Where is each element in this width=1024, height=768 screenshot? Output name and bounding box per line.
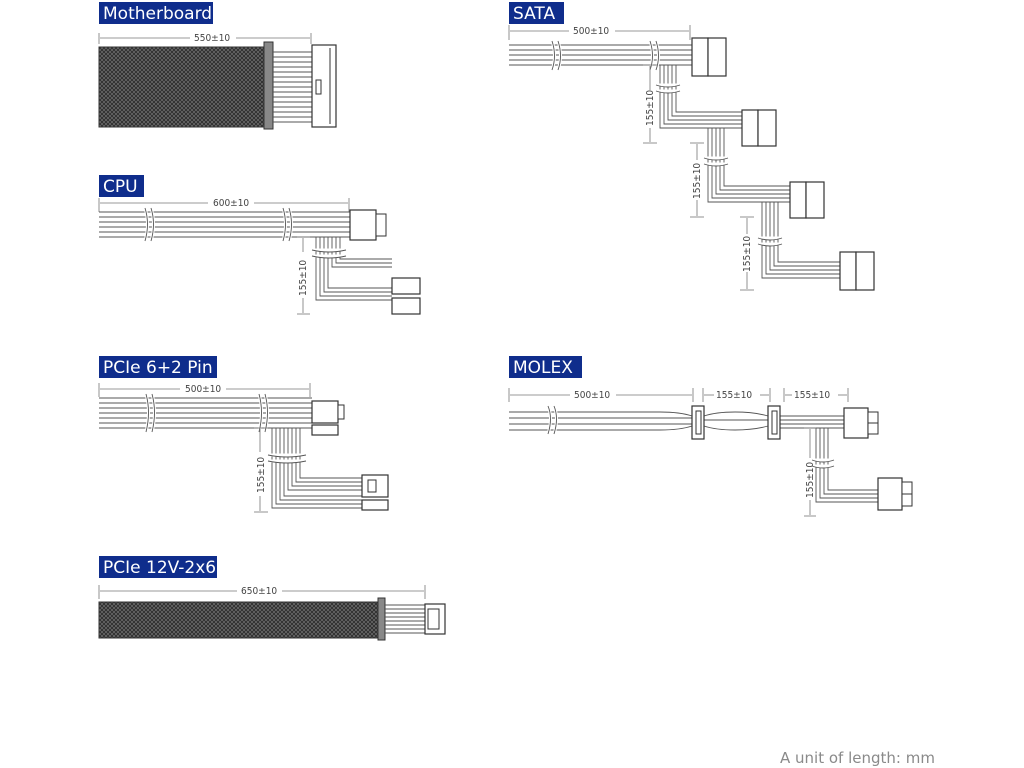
sata-branch-3-dimension: 155±10 xyxy=(740,216,754,291)
svg-text:155±10: 155±10 xyxy=(742,236,753,272)
svg-text:155±10: 155±10 xyxy=(298,260,309,296)
pcie62-connector-a xyxy=(311,400,345,436)
pcie12v-cable xyxy=(98,597,425,641)
svg-text:500±10: 500±10 xyxy=(185,384,221,395)
sata-branch-1 xyxy=(655,65,742,129)
molex-end-connector-1 xyxy=(843,407,879,439)
sata-connector-4 xyxy=(839,251,875,291)
svg-text:500±10: 500±10 xyxy=(573,26,609,37)
svg-text:650±10: 650±10 xyxy=(241,586,277,597)
sata-connector-1 xyxy=(691,37,727,77)
pcie62-branch-dimension: 155±10 xyxy=(254,427,268,513)
molex-branch-dimension: 155±10 xyxy=(804,427,816,517)
motherboard-24pin-connector xyxy=(311,44,337,128)
pcie62-connector-b xyxy=(361,474,389,511)
svg-text:155±10: 155±10 xyxy=(645,90,656,126)
svg-text:SATA: SATA xyxy=(513,4,555,24)
molex-inline-connector-2 xyxy=(767,405,781,440)
molex-label: MOLEX xyxy=(509,356,582,378)
pcie12v-label: PCIe 12V-2x6 xyxy=(99,556,217,578)
sata-branch-2 xyxy=(703,128,790,203)
svg-text:Motherboard: Motherboard xyxy=(103,4,212,24)
svg-text:CPU: CPU xyxy=(103,177,138,197)
cpu-branch-dimension: 155±10 xyxy=(297,236,310,315)
svg-text:PCIe 12V-2x6: PCIe 12V-2x6 xyxy=(103,558,216,578)
svg-text:MOLEX: MOLEX xyxy=(513,358,573,378)
svg-text:155±10: 155±10 xyxy=(692,163,703,199)
pcie62-label: PCIe 6+2 Pin xyxy=(99,356,217,378)
pcie62-main-cable xyxy=(99,393,312,433)
motherboard-cable xyxy=(98,41,312,130)
svg-text:155±10: 155±10 xyxy=(256,457,267,493)
svg-text:155±10: 155±10 xyxy=(794,390,830,401)
sata-connector-2 xyxy=(741,109,777,147)
cpu-branch-cable xyxy=(311,237,392,301)
section-sata: SATA 500±10 xyxy=(508,2,875,291)
motherboard-dimension: 550±10 xyxy=(98,33,312,44)
sata-branch-3 xyxy=(757,202,840,279)
sata-connector-3 xyxy=(789,181,825,219)
molex-branch-cable xyxy=(811,428,878,503)
section-pcie-6-2: PCIe 6+2 Pin 500±10 xyxy=(98,356,389,513)
section-pcie-12v-2x6: PCIe 12V-2x6 650±10 xyxy=(98,556,446,641)
molex-dimension: 500±10 xyxy=(508,388,694,402)
molex-main-cable xyxy=(509,405,844,435)
sata-branch-1-dimension: 155±10 xyxy=(643,64,657,144)
cpu-8pin-connector xyxy=(349,209,387,241)
svg-text:600±10: 600±10 xyxy=(213,198,249,209)
unit-note: A unit of length: mm xyxy=(780,749,935,767)
cpu-dimension: 600±10 xyxy=(98,198,350,212)
cpu-label: CPU xyxy=(99,175,144,197)
molex-end-connector-2 xyxy=(877,477,913,511)
cpu-main-cable xyxy=(99,207,350,242)
svg-text:500±10: 500±10 xyxy=(574,390,610,401)
molex-seg2-dimension: 155±10 xyxy=(783,388,849,402)
svg-text:PCIe 6+2 Pin: PCIe 6+2 Pin xyxy=(103,358,213,378)
svg-text:155±10: 155±10 xyxy=(716,390,752,401)
pcie12v-connector xyxy=(424,603,446,635)
motherboard-label: Motherboard xyxy=(99,2,213,24)
molex-inline-connector-1 xyxy=(691,405,705,440)
sata-label: SATA xyxy=(509,2,564,24)
section-molex: MOLEX 500±10 155±10 155±10 xyxy=(508,356,913,517)
sata-dimension: 500±10 xyxy=(508,25,691,40)
sata-branch-2-dimension: 155±10 xyxy=(690,142,704,218)
pcie62-dimension: 500±10 xyxy=(98,383,311,397)
section-cpu: CPU 600±10 xyxy=(98,175,421,315)
pcie62-branch-cable xyxy=(267,428,362,509)
cpu-branch-connectors xyxy=(391,277,421,315)
sata-main-cable xyxy=(509,40,692,71)
pcie12v-dimension: 650±10 xyxy=(98,585,426,599)
molex-seg1-dimension: 155±10 xyxy=(702,388,771,402)
svg-text:155±10: 155±10 xyxy=(805,462,816,498)
svg-text:550±10: 550±10 xyxy=(194,33,230,44)
section-motherboard: Motherboard 550±10 xyxy=(98,2,337,130)
